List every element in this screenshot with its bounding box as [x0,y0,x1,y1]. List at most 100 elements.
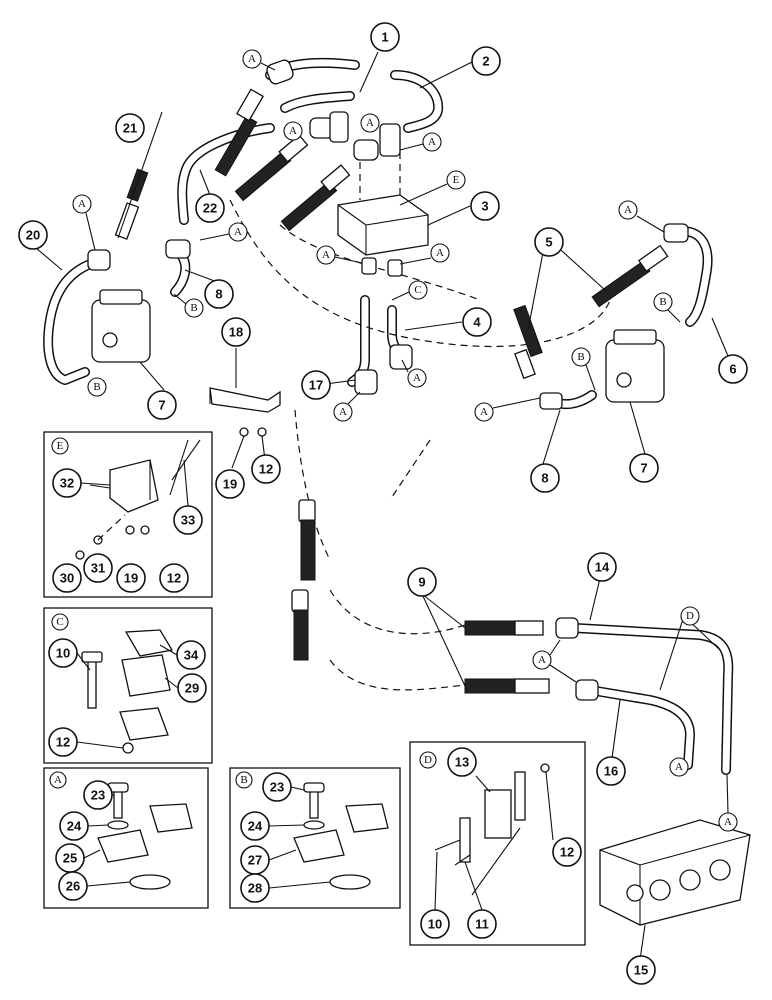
callout-8: 8 [530,463,560,493]
callout-10: 10 [420,909,450,939]
callout-label: B [577,351,584,363]
callout-label: 25 [63,851,77,866]
callout-25: 25 [55,843,85,873]
ref-a-marker: A [669,757,689,777]
part-callouts: 1 2 3 4 5 6 7 7 8 8 9 10 10 11 12 12 12 … [18,22,748,985]
hose-21 [114,111,163,240]
callout-label: 3 [481,199,488,214]
callout-label: A [675,761,683,773]
callout-label: B [190,302,197,314]
callout-label: 9 [418,575,425,590]
ref-a-marker: A [242,49,276,71]
callout-11: 11 [467,909,497,939]
ref-c-marker: C [391,280,428,301]
inset-d-letter: D [424,754,432,766]
washers-19-12 [239,427,267,437]
callout-label: A [624,204,632,216]
pipe-20 [43,257,101,385]
callout-label: 32 [60,476,74,491]
callout-9: 9 [407,567,437,597]
callout-21: 21 [115,113,145,143]
callout-label: 1 [381,30,388,45]
callout-31: 31 [83,553,113,583]
ref-a-marker: A [360,113,380,133]
ref-a-marker: A [618,200,665,233]
callout-6: 6 [718,354,748,384]
ref-a-marker: A [474,397,541,422]
inset-e: E [43,431,213,598]
callout-13: 13 [447,747,477,777]
callout-23: 23 [83,780,113,810]
callout-19: 19 [116,563,146,593]
callout-12: 12 [552,837,582,867]
callout-label: 4 [473,315,481,330]
callout-5: 5 [534,227,564,257]
callout-label: B [659,296,666,308]
hose-5-left [513,304,543,380]
ref-a-marker: A [333,391,361,422]
hose-21-upper [214,88,264,177]
callout-label: 24 [248,819,263,834]
callout-label: 5 [545,235,552,250]
hose-9-upper [464,620,544,636]
callout-29: 29 [177,673,207,703]
reference-markers: A A A A A A A A A A A A A A A A B B B B … [72,49,738,832]
ref-e-marker: E [399,170,466,206]
callout-3: 3 [470,191,500,221]
callout-16: 16 [596,756,626,786]
callout-label: 12 [259,462,273,477]
callout-27: 27 [240,845,270,875]
callout-26: 26 [58,871,88,901]
callout-14: 14 [587,552,617,582]
pump-7-left [91,289,151,363]
callout-label: 24 [67,819,82,834]
callout-33: 33 [173,505,203,535]
ref-a-marker: A [199,222,248,242]
callout-24: 24 [240,811,270,841]
callout-34: 34 [176,640,206,670]
ref-a-marker: A [72,194,96,251]
ref-a-marker: A [399,132,442,152]
callout-label: A [538,654,546,666]
callout-24: 24 [59,811,89,841]
callout-label: 10 [56,646,70,661]
pipe-16 [585,685,695,770]
callout-label: 19 [124,571,138,586]
callout-label: 23 [91,788,105,803]
hose-9-lower [464,678,550,694]
manifold-block-3 [337,194,429,256]
inset-a-letter: A [54,774,62,786]
callout-label: 14 [595,560,610,575]
callout-label: A [322,249,330,261]
callout-23: 23 [262,772,292,802]
callout-label: 27 [248,853,262,868]
callout-7: 7 [147,390,177,420]
hose-vertical-1 [298,499,316,581]
callout-label: A [248,53,256,65]
callout-label: 6 [729,362,736,377]
callout-label: 8 [541,471,548,486]
callout-label: 12 [56,735,70,750]
callout-label: 19 [223,477,237,492]
fittings [87,59,689,701]
callout-32: 32 [52,468,82,498]
callout-label: 12 [167,571,181,586]
callout-label: A [480,406,488,418]
callout-12: 12 [251,454,281,484]
callout-label: A [724,816,732,828]
ref-a-marker: A [718,774,738,832]
hose-mid-2 [280,164,351,232]
callout-12: 12 [48,727,78,757]
callout-label: 7 [158,398,165,413]
ref-b-marker: B [173,293,204,318]
callout-label: 34 [184,648,199,663]
pipe-14 [570,623,734,775]
callout-label: A [428,136,436,148]
callout-label: A [436,247,444,259]
callout-2: 2 [471,46,501,76]
callout-10: 10 [48,638,78,668]
ref-b-marker: B [653,292,681,323]
callout-15: 15 [626,955,656,985]
control-valve-15 [599,819,751,926]
callout-label: 23 [270,780,284,795]
